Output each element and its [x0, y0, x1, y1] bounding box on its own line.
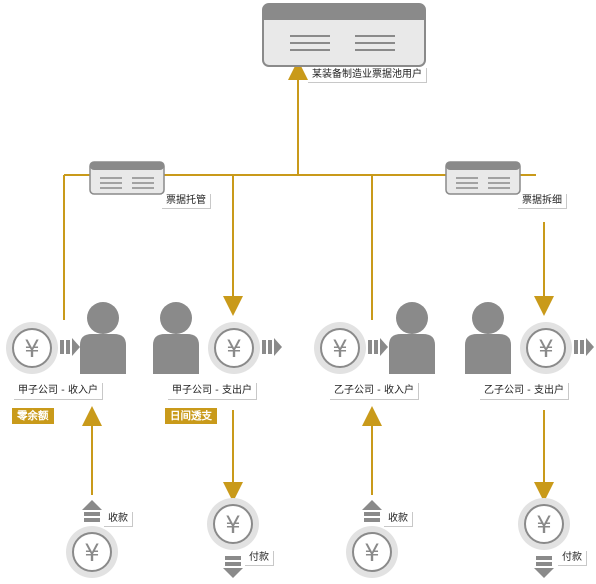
b-expense-coin-icon: ¥ [520, 322, 572, 374]
svg-text:¥: ¥ [225, 511, 240, 539]
a-income-person-icon [80, 302, 126, 374]
b-expense-arrow-icon [574, 338, 594, 356]
b-receive-up-arrow-icon [362, 500, 382, 522]
b-pay-down-arrow-icon [534, 556, 554, 578]
b-income-arrow-icon [368, 338, 388, 356]
svg-text:¥: ¥ [364, 539, 379, 567]
receive-label-b: 收款 [384, 512, 413, 527]
a-pay-down-arrow-icon [223, 556, 243, 578]
pay-label-a: 付款 [245, 551, 274, 566]
svg-text:¥: ¥ [24, 335, 39, 363]
a-expense-label: 甲子公司 - 支出户 [168, 383, 257, 400]
a-expense-coin-icon: ¥ [208, 322, 260, 374]
custody-label: 票据托管 [162, 194, 211, 209]
b-income-person-icon [389, 302, 435, 374]
a-expense-person-icon [153, 302, 199, 374]
b-expense-label: 乙子公司 - 支出户 [480, 383, 569, 400]
svg-text:¥: ¥ [332, 335, 347, 363]
receive-label-a: 收款 [104, 512, 133, 527]
b-income-label: 乙子公司 - 收入户 [330, 383, 419, 400]
a-receive-coin-icon: ¥ [66, 526, 118, 578]
split-server-icon [445, 161, 521, 195]
a-receive-up-arrow-icon [82, 500, 102, 522]
a-pay-coin-icon: ¥ [207, 498, 259, 550]
connector-lines [63, 60, 554, 502]
svg-text:¥: ¥ [84, 539, 99, 567]
b-pay-coin-icon: ¥ [518, 498, 570, 550]
a-income-coin-icon: ¥ [6, 322, 58, 374]
intraday-overdraft-tag: 日间透支 [165, 408, 217, 424]
custody-server-icon [89, 161, 165, 195]
zero-balance-tag: 零余额 [12, 408, 54, 424]
svg-text:¥: ¥ [538, 335, 553, 363]
pool-server-icon [262, 3, 426, 67]
split-label: 票据拆细 [518, 194, 567, 209]
b-expense-person-icon [465, 302, 511, 374]
b-income-coin-icon: ¥ [314, 322, 366, 374]
pool-account-label: 某装备制造业票据池用户 [308, 68, 427, 83]
svg-text:¥: ¥ [536, 511, 551, 539]
a-income-label: 甲子公司 - 收入户 [14, 383, 103, 400]
pay-label-b: 付款 [558, 551, 587, 566]
svg-text:¥: ¥ [226, 335, 241, 363]
b-receive-coin-icon: ¥ [346, 526, 398, 578]
a-expense-arrow-icon [262, 338, 282, 356]
a-income-arrow-icon [60, 338, 80, 356]
